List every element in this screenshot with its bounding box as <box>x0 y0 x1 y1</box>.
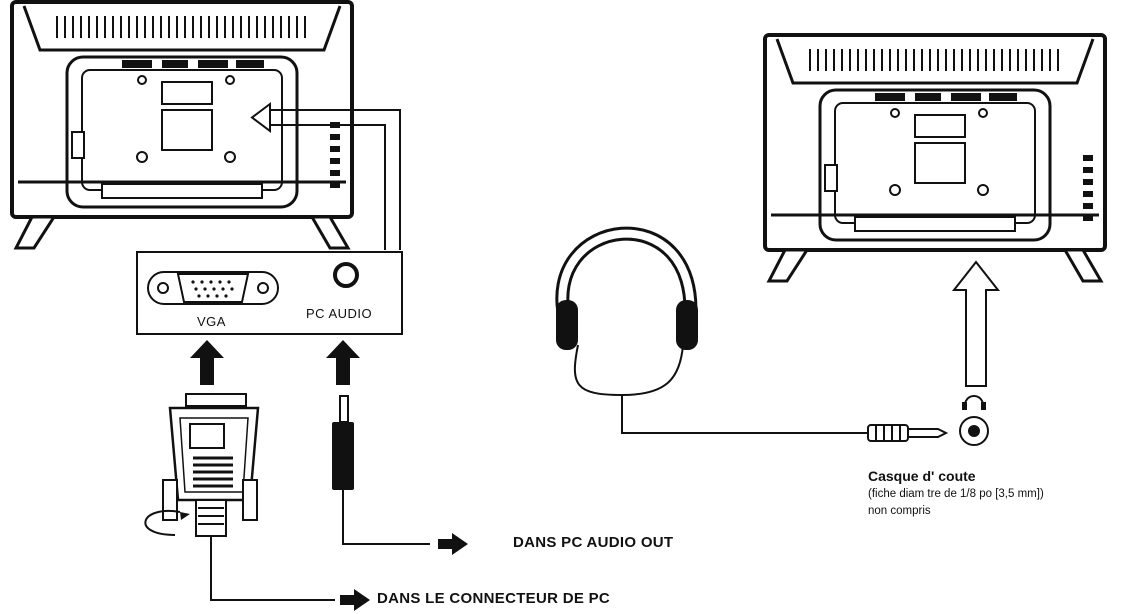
headphones-note: non compris <box>868 505 931 517</box>
arrow-icon <box>438 533 468 555</box>
headphone-symbol-icon <box>962 395 986 410</box>
headphone-jack-icon[interactable] <box>959 416 989 446</box>
vga-plug-icon <box>144 393 260 537</box>
tv-back-icon <box>763 33 1107 283</box>
arrow-icon <box>190 340 224 385</box>
arrow-icon <box>340 589 370 611</box>
headphones-spec: (fiche diam tre de 1/8 po [3,5 mm]) <box>868 488 1044 500</box>
arrow-icon <box>326 340 360 385</box>
headphones-icon <box>555 226 949 442</box>
pc-audio-out-callout: DANS PC AUDIO OUT <box>513 534 674 551</box>
audio-plug-icon <box>332 395 354 490</box>
audio-jack-icon[interactable] <box>333 262 359 288</box>
vga-label: VGA <box>197 314 226 329</box>
pc-audio-label: PC AUDIO <box>306 306 373 321</box>
headphones-title: Casque d' coute <box>868 468 976 484</box>
arrow-icon <box>250 102 401 250</box>
arrow-icon <box>951 260 1001 387</box>
vga-port-icon[interactable] <box>147 271 279 305</box>
pc-connector-callout: DANS LE CONNECTEUR DE PC <box>377 590 611 607</box>
